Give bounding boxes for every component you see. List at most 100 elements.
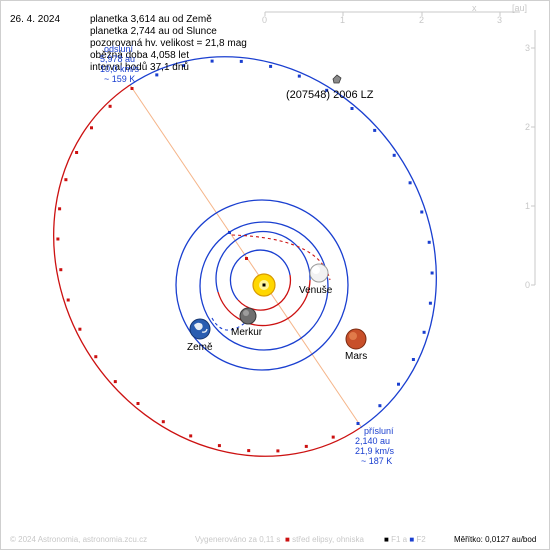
- orbit-position-dot: [94, 355, 98, 359]
- perihelion-distance: 2,140 au: [355, 436, 391, 446]
- right-tick-2: 2: [525, 122, 530, 132]
- info-interval: interval bodů 37,1 dnů: [90, 62, 189, 73]
- axis-unit-label: [au]: [512, 3, 527, 13]
- aphelion-distance: 5,978 au: [100, 54, 136, 64]
- orbit-position-dot: [161, 420, 165, 424]
- asteroid-position-dots: [56, 59, 434, 453]
- legend-center-text: střed elipsy, ohniska: [292, 535, 364, 544]
- venus-label: Venuše: [299, 285, 333, 296]
- perihelion-temperature: ~ 187 K: [361, 456, 393, 466]
- orbit-position-dot: [427, 240, 431, 244]
- aphelion-speed: 10,0 km/s: [100, 64, 140, 74]
- date-label: 26. 4. 2024: [10, 14, 61, 25]
- orbit-position-dot: [113, 380, 117, 384]
- asteroid-icon: [332, 74, 342, 84]
- right-axis: [531, 30, 536, 286]
- info-magnitude: pozorovaná hv. velikost = 21,8 mag: [90, 38, 247, 49]
- info-distance-sun: planetka 2,744 au od Slunce: [90, 26, 217, 37]
- orbit-position-dot: [331, 435, 335, 439]
- orbit-position-dot: [66, 298, 70, 302]
- orbit-position-dot: [75, 151, 79, 154]
- orbit-position-dot: [58, 207, 62, 211]
- apsis-line: [129, 84, 363, 429]
- orbit-position-dot: [276, 449, 280, 453]
- legend-f2-text: F2: [416, 535, 426, 544]
- perihelion-label: přísluní: [364, 426, 394, 436]
- orbit-position-dot: [90, 126, 93, 130]
- orbit-position-dot: [422, 330, 426, 334]
- aphelion-label: odsluní: [104, 44, 134, 54]
- aphelion-temperature: ~ 159 K: [104, 74, 136, 84]
- orbit-position-dot: [136, 402, 140, 405]
- asteroid-orbit-south: [53, 84, 361, 457]
- mercury-orbit-south: [237, 274, 292, 311]
- orbit-position-dot: [408, 181, 412, 185]
- orbit-position-dot: [373, 128, 377, 132]
- orbit-position-dot: [155, 73, 159, 77]
- copyright-link[interactable]: © 2024 Astronomia, astronomia.zcu.cz: [10, 535, 148, 544]
- earth-orbit: [199, 221, 329, 351]
- orbit-position-dot: [297, 74, 301, 78]
- right-tick-1: 1: [525, 201, 530, 211]
- orbit-position-dot: [78, 327, 82, 331]
- orbit-position-dot: [108, 104, 112, 108]
- orbit-position-dot: [182, 64, 186, 68]
- orbit-position-dot: [59, 268, 63, 272]
- orbit-position-dot: [356, 422, 360, 425]
- earth-icon: [189, 318, 211, 340]
- mars-icon: [345, 328, 367, 350]
- mars-orbit: [175, 199, 349, 371]
- x-axis-label: x: [472, 3, 477, 13]
- dashed-orbit-segment: [231, 234, 331, 281]
- right-tick-3: 3: [525, 43, 530, 53]
- legend-f1: ■ F1 a ■ F2: [384, 535, 426, 544]
- top-tick-1: 1: [340, 15, 345, 25]
- focus-f2-marker: [228, 231, 231, 234]
- orbit-position-dot: [304, 444, 308, 448]
- info-period: oběžná doba 4,058 let: [90, 50, 189, 61]
- orbit-position-dot: [56, 237, 60, 241]
- orbit-position-dot: [64, 178, 68, 182]
- generated-time: Vygenerováno za 0,11 s: [195, 535, 281, 544]
- orbit-position-dot: [269, 64, 273, 68]
- orbit-position-dot: [411, 358, 415, 361]
- top-tick-2: 2: [419, 15, 424, 25]
- orbit-position-dot: [430, 271, 434, 275]
- orbit-position-dot: [378, 404, 382, 408]
- dashed-orbit-segment-2: [211, 317, 247, 331]
- mars-label: Mars: [345, 351, 368, 362]
- orbit-position-dot: [428, 301, 432, 305]
- venus-icon: [309, 263, 329, 283]
- orbit-position-dot: [392, 153, 396, 157]
- sun-icon: [252, 273, 276, 297]
- earth-label: Země: [187, 342, 213, 353]
- right-tick-0: 0: [525, 280, 530, 290]
- orbit-position-dot: [420, 210, 424, 214]
- asteroid-label: (207548) 2006 LZ: [286, 89, 374, 101]
- orbit-position-dot: [350, 107, 354, 110]
- orbit-position-dot: [247, 449, 251, 453]
- mercury-icon: [239, 307, 257, 325]
- asteroid-orbit-north: [129, 56, 437, 429]
- venus-orbit-north: [215, 230, 311, 293]
- venus-orbit-south: [217, 279, 311, 327]
- mercury-orbit-north: [229, 249, 291, 301]
- orbit-position-dot: [325, 88, 329, 92]
- orbit-position-dot: [210, 59, 214, 63]
- scale-label: Měřítko: 0,0127 au/bod: [454, 535, 537, 544]
- orbit-position-dot: [397, 382, 400, 386]
- orbit-position-dot: [130, 87, 134, 90]
- orbit-position-dot: [189, 434, 193, 438]
- top-tick-0: 0: [262, 15, 267, 25]
- orbit-position-dot: [217, 444, 221, 448]
- perihelion-speed: 21,9 km/s: [355, 446, 395, 456]
- ellipse-center-marker: [245, 257, 248, 260]
- info-distance-earth: planetka 3,614 au od Země: [90, 14, 212, 25]
- legend-center: ■ střed elipsy, ohniska: [285, 535, 364, 544]
- top-tick-3: 3: [497, 15, 502, 25]
- mercury-label: Merkur: [231, 327, 263, 338]
- top-axis: [264, 11, 520, 16]
- legend-f1-text: F1 a: [391, 535, 408, 544]
